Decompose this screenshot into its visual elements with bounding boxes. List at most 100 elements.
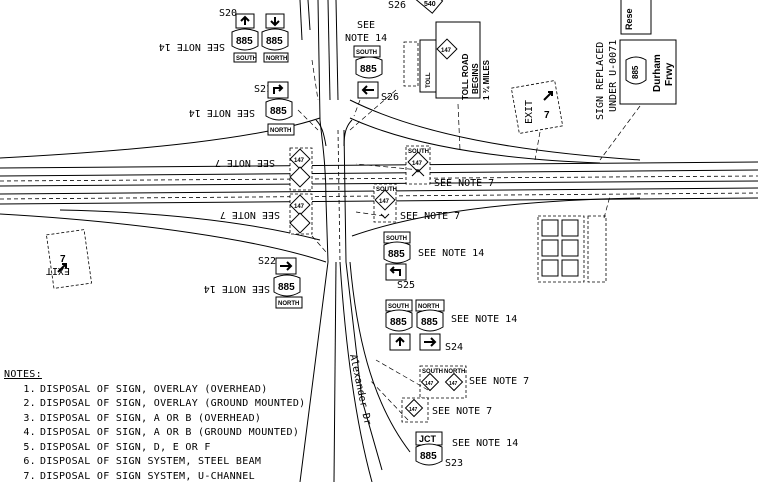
svg-text:EXIT: EXIT — [524, 100, 535, 124]
svg-text:SOUTH: SOUTH — [236, 56, 257, 62]
top-sign-540: 540 — [415, 0, 442, 13]
callout-s21-14: SEE NOTE 14 — [189, 107, 255, 118]
sign-147-upper: 147 — [290, 148, 312, 190]
callout-s24-14: SEE NOTE 14 — [451, 314, 517, 325]
note-item: 5. DISPOSAL OF SIGN, D, E OR F — [4, 441, 305, 456]
svg-text:885: 885 — [420, 451, 437, 462]
note-item: 2. DISPOSAL OF SIGN, OVERLAY (GROUND MOUN… — [4, 397, 305, 412]
svg-text:BEGINS: BEGINS — [471, 63, 480, 94]
callout-top-14: NOTE 14 — [345, 33, 387, 44]
svg-text:147: 147 — [409, 407, 418, 413]
note-item: 3. DISPOSAL OF SIGN, A OR B (OVERHEAD) — [4, 412, 305, 427]
svg-text:7: 7 — [544, 110, 550, 121]
notes-panel: NOTES: 1. DISPOSAL OF SIGN, OVERLAY (OVER… — [4, 368, 305, 484]
sign-147-lower: 147 — [290, 194, 312, 234]
svg-text:885: 885 — [390, 317, 407, 328]
svg-text:147: 147 — [441, 48, 452, 54]
callout-s23-14: SEE NOTE 14 — [452, 438, 518, 449]
sign-147-pair: SOUTH NORTH 147 147 — [420, 366, 466, 398]
sign-panel-grid — [538, 216, 606, 282]
svg-text:885: 885 — [360, 64, 377, 75]
svg-text:Durham: Durham — [652, 54, 663, 92]
svg-text:NORTH: NORTH — [266, 56, 287, 62]
svg-text:SOUTH: SOUTH — [422, 369, 443, 375]
svg-text:147: 147 — [294, 158, 305, 164]
svg-text:885: 885 — [266, 36, 283, 47]
svg-text:S24: S24 — [445, 342, 463, 353]
svg-text:Rese: Rese — [624, 8, 634, 30]
sign-147-south-right: SOUTH 147 — [406, 146, 430, 184]
svg-text:147: 147 — [294, 204, 305, 210]
svg-text:885: 885 — [631, 65, 640, 79]
note-number: 2. — [4, 397, 36, 412]
svg-text:TOLL: TOLL — [426, 72, 432, 88]
callout-s25-14: SEE NOTE 14 — [418, 248, 484, 259]
callout-single-7: SEE NOTE 7 — [432, 406, 492, 417]
exit-7-right-sign: EXIT 7 — [511, 81, 562, 134]
callout-mid-7: SEE NOTE 7 — [220, 209, 280, 220]
callout-upper-7: SEE NOTE 7 — [215, 157, 275, 168]
note-number: 1. — [4, 383, 36, 398]
svg-text:540: 540 — [424, 1, 436, 8]
svg-text:S26: S26 — [388, 0, 406, 11]
note-item: 6.DISPOSAL OF SIGN SYSTEM, STEEL BEAM — [4, 455, 305, 470]
callout-upper-left-14: SEE NOTE 14 — [159, 41, 225, 52]
note-text: DISPOSAL OF SIGN, A OR B (OVERHEAD) — [40, 413, 261, 424]
sign-replaced-line2: UNDER U-0071 — [608, 40, 619, 112]
svg-text:147: 147 — [379, 199, 390, 205]
street-name: Alexander Dr — [347, 353, 373, 426]
svg-text:885: 885 — [270, 106, 287, 117]
svg-text:1 ¾ MILES: 1 ¾ MILES — [482, 59, 491, 100]
note-text: DISPOSAL OF SIGN, A OR B (GROUND MOUNTED… — [40, 427, 299, 438]
callout-pair-7: SEE NOTE 7 — [469, 376, 529, 387]
note-text: DISPOSAL OF SIGN SYSTEM, U-CHANNEL — [40, 471, 255, 482]
note-item: 4. DISPOSAL OF SIGN, A OR B (GROUND MOUNT… — [4, 426, 305, 441]
svg-text:S26: S26 — [381, 92, 399, 103]
svg-text:S20: S20 — [219, 8, 237, 19]
note-number: 6. — [4, 455, 36, 470]
svg-text:Frwy: Frwy — [664, 62, 675, 86]
note-text: DISPOSAL OF SIGN, D, E OR F — [40, 442, 211, 453]
svg-text:147: 147 — [412, 161, 423, 167]
reserve-sign: Rese — [621, 0, 651, 34]
callout-s22-14: SEE NOTE 14 — [204, 283, 270, 294]
sign-147-south-center: SOUTH 147 — [374, 184, 397, 222]
callout-center-7: SEE NOTE 7 — [400, 211, 460, 222]
svg-text:SOUTH: SOUTH — [388, 304, 409, 310]
svg-text:885: 885 — [421, 317, 438, 328]
svg-text:NORTH: NORTH — [418, 304, 439, 310]
svg-text:885: 885 — [278, 282, 295, 293]
svg-text:885: 885 — [388, 249, 405, 260]
sign-147-single: 147 — [402, 398, 428, 422]
exit-7-left-sign: EXIT 7 — [46, 230, 92, 289]
note-number: 3. — [4, 412, 36, 427]
svg-text:SOUTH: SOUTH — [356, 50, 377, 56]
sign-s22: S22 885 NORTH — [258, 256, 302, 308]
sign-s24: SOUTH NORTH 885 885 S24 — [386, 300, 463, 353]
note-text: DISPOSAL OF SIGN, OVERLAY (OVERHEAD) — [40, 384, 268, 395]
svg-text:S22: S22 — [258, 256, 276, 267]
callout-see-note-top: SEE — [357, 20, 375, 31]
notes-header: NOTES: — [4, 368, 305, 383]
sign-s20: S20 885 885 SOUTH NORTH — [219, 8, 288, 62]
note-number: 5. — [4, 441, 36, 456]
note-text: DISPOSAL OF SIGN, OVERLAY (GROUND MOUNTE… — [40, 398, 305, 409]
svg-text:SOUTH: SOUTH — [386, 236, 407, 242]
svg-text:S23: S23 — [445, 458, 463, 469]
callout-right-7: SEE NOTE 7 — [434, 178, 494, 189]
sign-replaced-line1: SIGN REPLACED — [595, 42, 606, 120]
svg-text:JCT: JCT — [419, 434, 437, 444]
svg-text:147: 147 — [449, 381, 458, 387]
sign-s25: SOUTH 885 S25 — [384, 232, 415, 291]
note-number: 4. — [4, 426, 36, 441]
svg-text:147: 147 — [425, 381, 434, 387]
toll-road-sign: TOLL 147 TOLL ROAD BEGINS 1 ¾ MILES — [404, 22, 491, 100]
svg-text:S25: S25 — [397, 280, 415, 291]
svg-text:NORTH: NORTH — [278, 301, 299, 307]
durham-frwy-sign: 885 Durham Frwy — [620, 40, 676, 104]
sign-s21: S21 885 NORTH — [254, 82, 294, 135]
svg-text:TOLL ROAD: TOLL ROAD — [461, 53, 470, 100]
note-item: 1. DISPOSAL OF SIGN, OVERLAY (OVERHEAD) — [4, 383, 305, 398]
sign-s26: SOUTH 885 S26 — [354, 46, 399, 103]
svg-text:NORTH: NORTH — [270, 128, 291, 134]
